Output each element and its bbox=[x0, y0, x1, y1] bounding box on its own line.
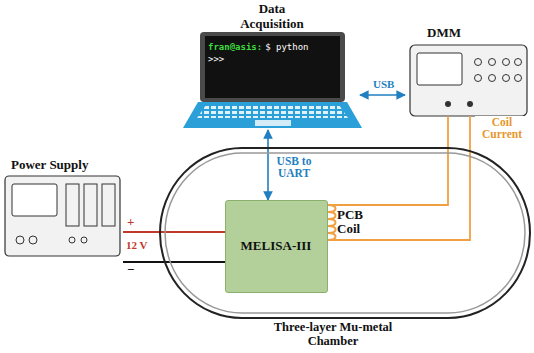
psu-panel bbox=[66, 184, 79, 226]
dmm-node: DMM bbox=[405, 26, 530, 116]
prompt-symbol: >>> bbox=[208, 54, 224, 64]
psu-knob bbox=[81, 237, 87, 243]
dmm-button bbox=[475, 59, 482, 66]
laptop-keyboard bbox=[183, 102, 362, 128]
chamber-label: Three-layer Mu-metal Chamber bbox=[268, 320, 398, 349]
dmm-display bbox=[417, 53, 462, 85]
dmm-terminal bbox=[445, 101, 451, 107]
pcb-coil-symbol bbox=[328, 205, 336, 240]
melisa-board: MELISA-III bbox=[225, 200, 328, 293]
connector bbox=[328, 116, 448, 205]
prompt-command: $ python bbox=[265, 42, 308, 52]
part-label: PCB Coil bbox=[337, 208, 377, 237]
dmm-drawing bbox=[410, 45, 527, 116]
board-label: MELISA-III bbox=[241, 239, 312, 254]
power-supply-node: Power Supply bbox=[3, 158, 123, 258]
psu-panel bbox=[102, 184, 115, 226]
connector-label: USB bbox=[372, 79, 395, 91]
laptop-keys bbox=[197, 105, 348, 118]
connector bbox=[360, 94, 405, 96]
voltage-label: 12 V bbox=[126, 239, 148, 252]
connector bbox=[123, 231, 225, 233]
connector bbox=[123, 261, 225, 263]
dmm-terminal bbox=[467, 101, 473, 107]
mu-metal-chamber: Three-layer Mu-metal Chamber MELISA-III bbox=[158, 145, 532, 352]
laptop-bezel bbox=[200, 32, 345, 102]
laptop-drawing bbox=[183, 32, 362, 128]
node-heading: Data Acquisition bbox=[227, 2, 317, 32]
laptop-touchpad bbox=[255, 120, 291, 126]
chamber-inner-wall bbox=[165, 153, 525, 313]
chamber-outer-wall bbox=[160, 148, 530, 318]
dmm-button bbox=[475, 75, 482, 82]
dmm-body bbox=[410, 45, 527, 116]
psu-knob bbox=[69, 237, 75, 243]
dmm-button bbox=[489, 59, 496, 66]
polarity-sign: + bbox=[127, 215, 134, 230]
connector bbox=[328, 116, 470, 240]
psu-body bbox=[5, 176, 120, 256]
psu-panel bbox=[84, 184, 97, 226]
polarity-sign: − bbox=[127, 263, 134, 278]
connector-label: Coil Current bbox=[475, 116, 529, 140]
dmm-button bbox=[503, 75, 510, 82]
dmm-button bbox=[503, 59, 510, 66]
dmm-button bbox=[515, 59, 522, 66]
connector bbox=[267, 130, 269, 200]
node-heading: DMM bbox=[427, 26, 461, 41]
psu-display bbox=[12, 184, 57, 216]
dmm-button bbox=[515, 75, 522, 82]
laptop-node: Data Acquisition fran@asis:$ python >>> bbox=[185, 2, 360, 130]
laptop-screen bbox=[205, 36, 340, 98]
power-supply-drawing bbox=[5, 176, 120, 256]
prompt-user: fran@asis: bbox=[208, 42, 262, 52]
psu-knob bbox=[29, 236, 37, 244]
dmm-button bbox=[489, 75, 496, 82]
connector-label: USB to UART bbox=[273, 155, 315, 179]
node-heading: Power Supply bbox=[11, 158, 88, 173]
psu-knob bbox=[16, 236, 24, 244]
